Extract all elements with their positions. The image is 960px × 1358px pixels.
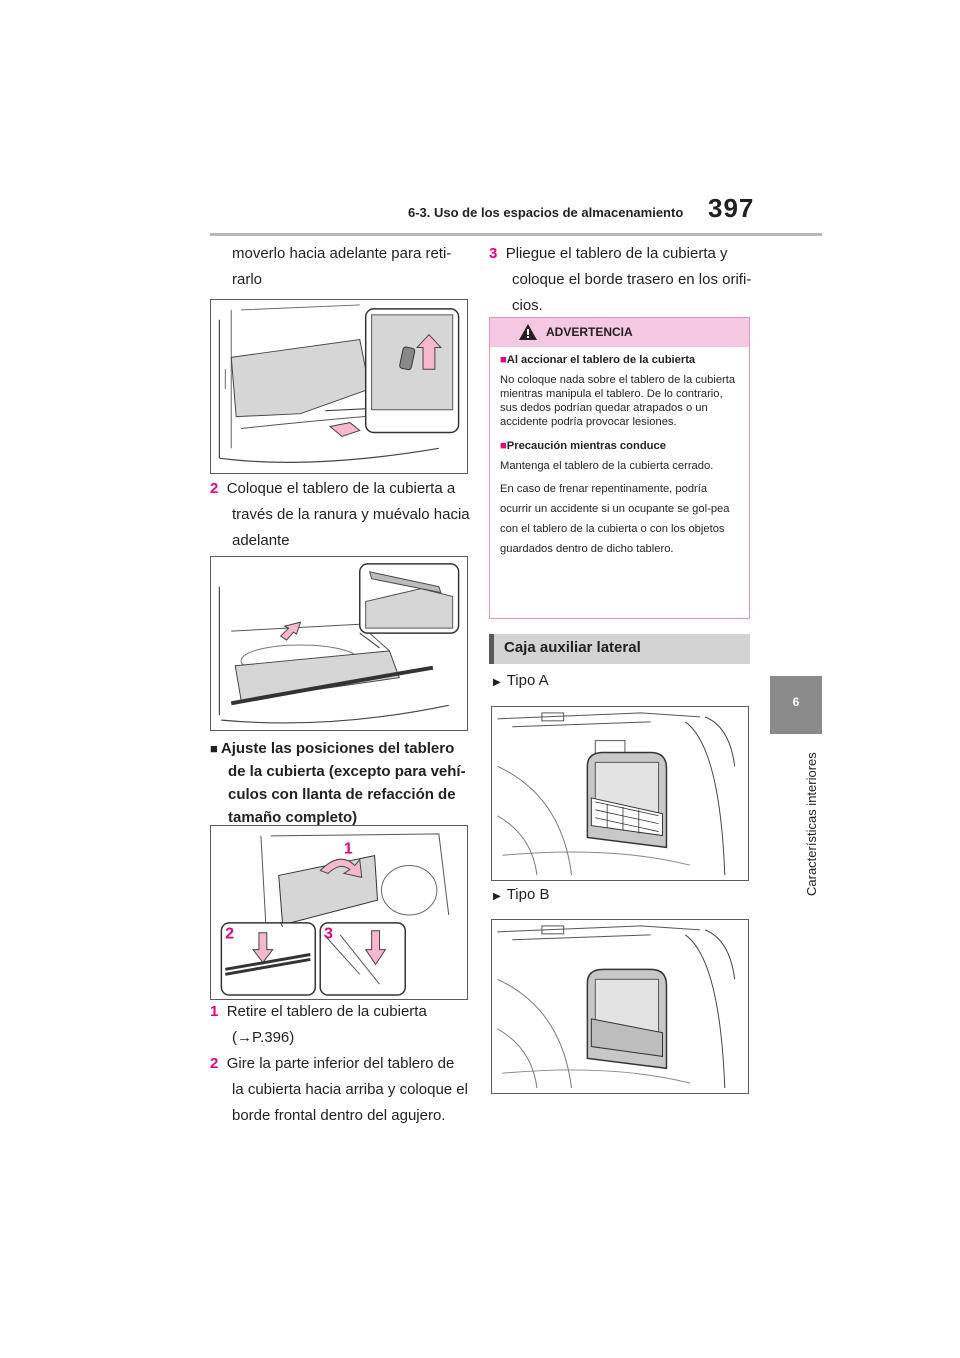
warning-title: ADVERTENCIA (546, 325, 633, 339)
type-a-text: Tipo A (506, 672, 549, 689)
warning-heading-1: ■Al accionar el tablero de la cubierta (500, 353, 739, 367)
adjust-heading-line-4: tamaño completo) (228, 809, 358, 826)
warning-box: ADVERTENCIA ■Al accionar el tablero de l… (489, 317, 750, 619)
figure-cover-slot (210, 556, 468, 731)
step-a-line-1: 1 Retire el tablero de la cubierta (210, 999, 427, 1025)
step-b-line-2: la cubierta hacia arriba y coloque el (232, 1081, 468, 1098)
step-3-line-1: 3 Pliegue el tablero de la cubierta y (489, 241, 728, 267)
step-3-number: 3 (489, 245, 498, 262)
figure-cover-adjust: 1 2 3 (210, 825, 468, 1000)
chapter-label: Características interiores (774, 744, 819, 904)
figure-type-a-illustration (497, 712, 736, 876)
figure-cover-slot-illustration (218, 563, 460, 724)
chapter-label-text: Características interiores (804, 752, 819, 896)
warning-heading-1-text: Al accionar el tablero de la cubierta (506, 354, 696, 366)
square-bullet-icon: ■ (210, 741, 218, 756)
warning-heading-2: ■Precaución mientras conduce (500, 439, 739, 453)
intro-line-2: rarlo (232, 271, 263, 288)
step-2-text: Coloque el tablero de la cubierta a (226, 480, 456, 497)
triangle-bullet-icon: ▶ (493, 891, 501, 902)
callout-1: 1 (344, 841, 353, 858)
warning-paragraph-2: Mantenga el tablero de la cubierta cerra… (500, 460, 714, 472)
section-heading-text: Caja auxiliar lateral (504, 639, 641, 656)
warning-paragraph-3: En caso de frenar repentinamente, podría… (500, 483, 730, 555)
warning-body: ■Al accionar el tablero de la cubierta N… (490, 347, 749, 569)
warning-paragraph-1: No coloque nada sobre el tablero de la c… (500, 374, 736, 428)
figure-cover-adjust-illustration: 1 2 3 (220, 833, 450, 996)
chapter-tab: 6 (770, 676, 822, 734)
intro-line-1: moverlo hacia adelante para reti- (232, 245, 452, 262)
adjust-heading-text: Ajuste las posiciones del tablero (220, 740, 455, 757)
triangle-bullet-icon: ▶ (493, 677, 501, 688)
step-3-line-3: cios. (512, 297, 543, 314)
step-2-line-3: adelante (232, 532, 290, 549)
section-heading-bar: Caja auxiliar lateral (489, 634, 750, 664)
figure-type-b-illustration (497, 925, 736, 1089)
warning-triangle-icon (519, 324, 537, 340)
step-b-number: 2 (210, 1055, 219, 1072)
step-2-number: 2 (210, 480, 219, 497)
step-b-text: Gire la parte inferior del tablero de (226, 1055, 455, 1072)
step-b-line-1: 2 Gire la parte inferior del tablero de (210, 1051, 454, 1077)
step-3-text: Pliegue el tablero de la cubierta y (505, 245, 728, 262)
step-2-line-1: 2 Coloque el tablero de la cubierta a (210, 476, 455, 502)
figure-cover-removal (210, 299, 468, 474)
pink-square-icon: ■ (500, 354, 507, 366)
section-header-title: 6-3. Uso de los espacios de almacenamien… (408, 205, 684, 220)
header-divider (210, 233, 822, 236)
step-a-number: 1 (210, 1003, 219, 1020)
figure-type-a (491, 706, 749, 881)
warning-heading-2-text: Precaución mientras conduce (506, 440, 666, 452)
step-3-line-2: coloque el borde trasero en los orifi- (512, 271, 752, 288)
figure-cover-removal-illustration (218, 304, 460, 463)
figure-type-b (491, 919, 749, 1094)
adjust-heading-line-1: ■Ajuste las posiciones del tablero (210, 737, 454, 760)
type-b-text: Tipo B (506, 886, 550, 903)
adjust-heading-line-2: de la cubierta (excepto para vehí- (228, 763, 466, 780)
step-a-line-2: (→P.396) (232, 1029, 295, 1046)
step-2-line-2: través de la ranura y muévalo hacia (232, 506, 470, 523)
page-number: 397 (708, 193, 755, 223)
callout-3: 3 (324, 926, 333, 943)
callout-2: 2 (225, 926, 234, 943)
warning-header: ADVERTENCIA (490, 318, 749, 347)
type-b-label: ▶ Tipo B (493, 882, 550, 910)
adjust-heading-line-3: culos con llanta de refacción de (228, 786, 456, 803)
step-b-line-3: borde frontal dentro del agujero. (232, 1107, 446, 1124)
type-a-label: ▶ Tipo A (493, 668, 549, 696)
step-a-text: Retire el tablero de la cubierta (226, 1003, 427, 1020)
pink-square-icon: ■ (500, 440, 507, 452)
